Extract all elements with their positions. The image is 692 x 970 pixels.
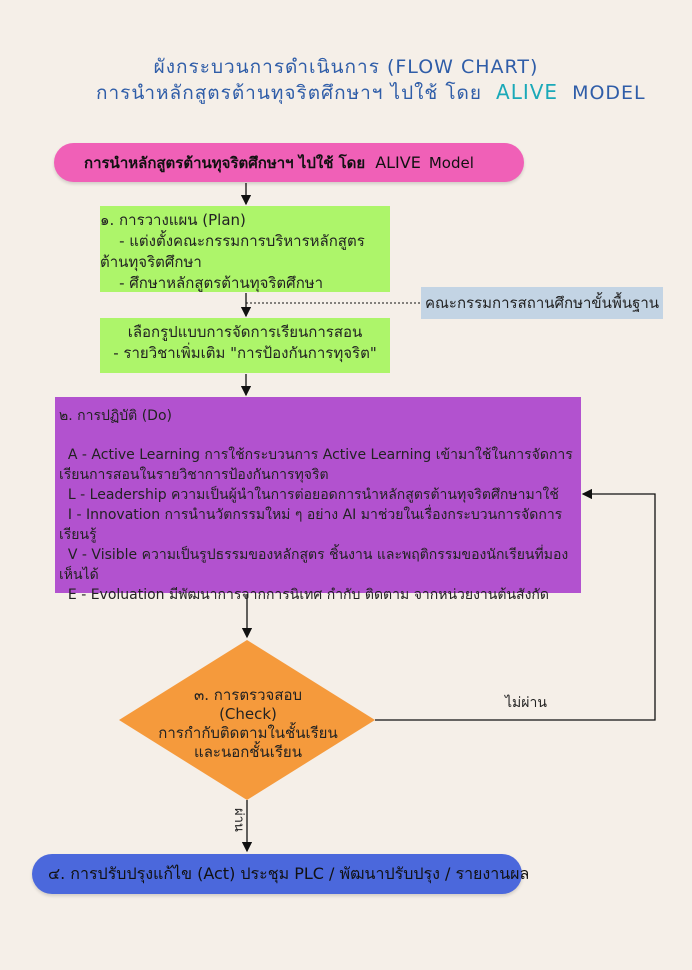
start-terminal: การนำหลักสูตรต้านทุจริตศึกษาฯ ไปใช้ โดย … <box>54 143 524 182</box>
do-item-l: L - Leadership ความเป็นผู้นำในการต่อยอดก… <box>59 487 559 503</box>
plan-line4: - ศึกษาหลักสูตรต้านทุจริตศึกษา <box>100 274 324 292</box>
fail-label: ไม่ผ่าน <box>505 695 547 711</box>
page-title-line1: ผังกระบวนการดำเนินการ (FLOW CHART) <box>153 56 539 78</box>
title-model: MODEL <box>572 82 646 104</box>
check-line4: และนอกชั้นเรียน <box>194 743 302 761</box>
title-line2-text: การนำหลักสูตรต้านทุจริตศึกษาฯ ไปใช้ โดย <box>96 82 483 104</box>
start-alive: ALIVE <box>375 153 421 172</box>
select-line1: เลือกรูปแบบการจัดการเรียนการสอน <box>127 323 363 341</box>
check-diamond <box>119 640 375 800</box>
start-text: การนำหลักสูตรต้านทุจริตศึกษาฯ ไปใช้ โดย <box>84 153 366 172</box>
do-item-e: E - Evoluation มีพัฒนาการจากการนิเทศ กำก… <box>59 587 549 603</box>
do-item-a: A - Active Learning การใช้กระบวนการ Acti… <box>59 447 573 483</box>
do-heading: ๒. การปฏิบัติ (Do) <box>59 408 172 424</box>
committee-box: คณะกรรมการสถานศึกษาขั้นพื้นฐาน <box>421 287 663 319</box>
select-line2: - รายวิชาเพิ่มเติม "การป้องกันการทุจริต" <box>113 344 377 362</box>
check-text: ๓. การตรวจสอบ (Check) การกำกับติดตามในชั… <box>150 686 346 762</box>
do-box: ๒. การปฏิบัติ (Do) A - Active Learning ก… <box>55 397 581 603</box>
plan-line2: - แต่งตั้งคณะกรรมการบริหารหลักสูตร <box>100 232 365 250</box>
do-item-i: I - Innovation การนำนวัตกรรมใหม่ ๆ อย่าง… <box>59 507 563 543</box>
title-alive: ALIVE <box>496 80 559 104</box>
do-item-v: V - Visible ความเป็นรูปธรรมของหลักสูตร ช… <box>59 547 569 583</box>
act-text: ๔. การปรับปรุงแก้ไข (Act) ประชุม PLC / พ… <box>48 863 530 883</box>
plan-box: ๑. การวางแผน (Plan) - แต่งตั้งคณะกรรมการ… <box>100 206 390 292</box>
plan-line1: ๑. การวางแผน (Plan) <box>100 211 246 229</box>
check-line1: ๓. การตรวจสอบ <box>193 686 303 704</box>
page-title-line2: การนำหลักสูตรต้านทุจริตศึกษาฯ ไปใช้ โดย A… <box>96 78 646 108</box>
select-box: เลือกรูปแบบการจัดการเรียนการสอน - รายวิช… <box>100 318 390 373</box>
check-line2: (Check) <box>219 705 277 723</box>
pass-label: ผ่าน <box>231 808 246 832</box>
arrow-fail-loop <box>375 488 656 721</box>
check-line3: การกำกับติดตามในชั้นเรียน <box>158 724 338 742</box>
plan-line3: ต้านทุจริตศึกษา <box>100 253 202 271</box>
start-model: Model <box>428 153 474 172</box>
act-terminal: ๔. การปรับปรุงแก้ไข (Act) ประชุม PLC / พ… <box>32 854 529 894</box>
